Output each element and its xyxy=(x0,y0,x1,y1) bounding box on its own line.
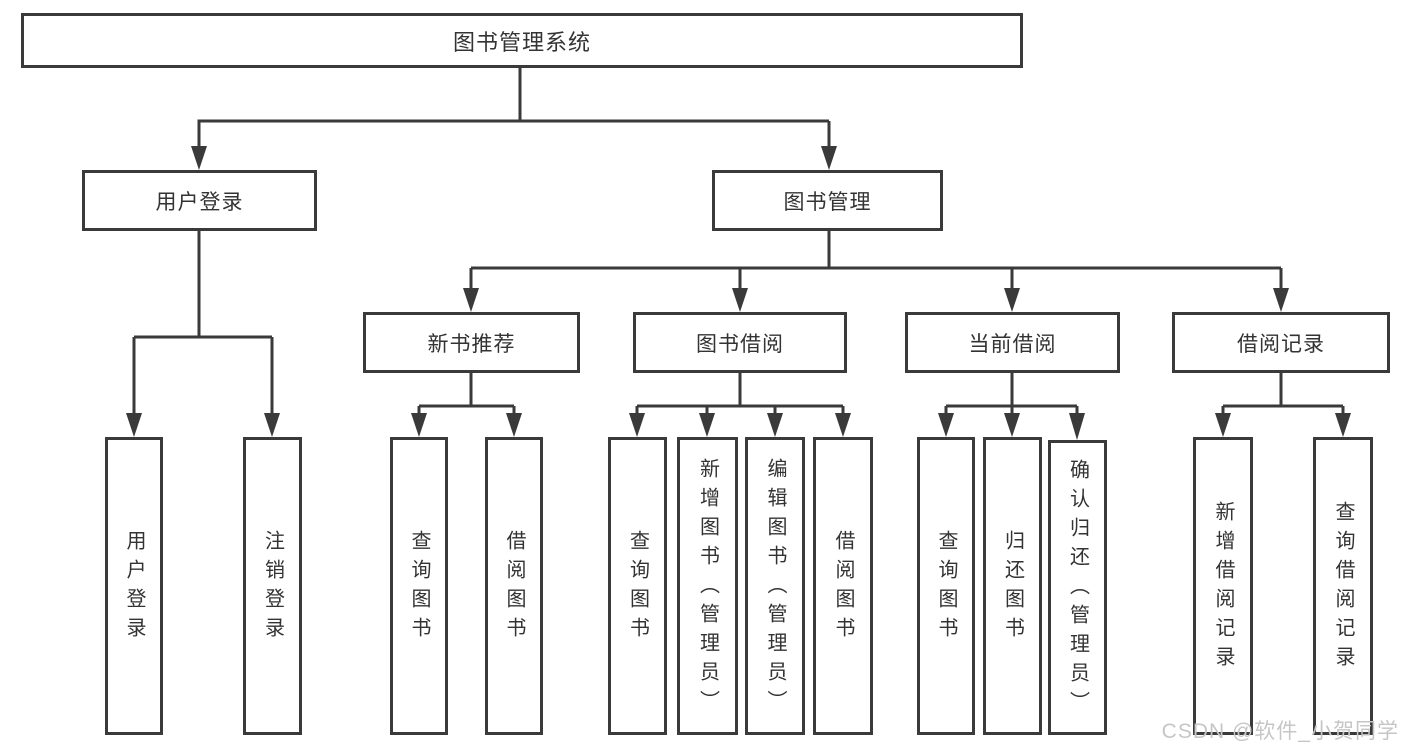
node-new-book-recommend: 新书推荐 xyxy=(363,312,580,373)
connector-new-book-to-leaves xyxy=(411,373,522,437)
leaf-newbook-borrow-books: 借阅图书 xyxy=(485,437,543,735)
leaf-records-query-record: 查询借阅记录 xyxy=(1313,437,1373,735)
leaf-borrow-query-books: 查询图书 xyxy=(608,437,667,735)
leaf-current-confirm-return-admin: 确认归还（管理员） xyxy=(1048,440,1107,735)
node-user-login: 用户登录 xyxy=(82,170,317,231)
leaf-borrow-add-books-admin: 新增图书（管理员） xyxy=(677,437,738,735)
node-book-management: 图书管理 xyxy=(712,170,943,231)
node-root-system: 图书管理系统 xyxy=(21,13,1023,68)
leaf-current-return-books: 归还图书 xyxy=(983,437,1042,735)
leaf-logout: 注销登录 xyxy=(243,437,302,735)
connector-current-borrow-to-leaves xyxy=(938,373,1085,440)
node-current-borrow: 当前借阅 xyxy=(905,312,1120,373)
leaf-user-login: 用户登录 xyxy=(105,437,163,735)
leaf-borrow-edit-books-admin: 编辑图书（管理员） xyxy=(745,437,805,735)
connector-book-borrow-to-leaves xyxy=(629,373,851,437)
connector-book-mgmt-to-level3 xyxy=(463,231,1289,312)
leaf-borrow-borrow-books: 借阅图书 xyxy=(813,437,873,735)
connector-root-to-level2 xyxy=(191,68,837,170)
leaf-current-query-books: 查询图书 xyxy=(917,437,975,735)
leaf-newbook-query-books: 查询图书 xyxy=(390,437,448,735)
leaf-records-add-record: 新增借阅记录 xyxy=(1193,437,1253,735)
connector-records-to-leaves xyxy=(1215,373,1351,437)
node-book-borrow: 图书借阅 xyxy=(633,312,847,373)
node-borrow-records: 借阅记录 xyxy=(1172,312,1390,373)
csdn-watermark: CSDN @软件_小贺同学 xyxy=(1161,720,1399,743)
connector-user-login-to-leaves xyxy=(126,231,280,437)
